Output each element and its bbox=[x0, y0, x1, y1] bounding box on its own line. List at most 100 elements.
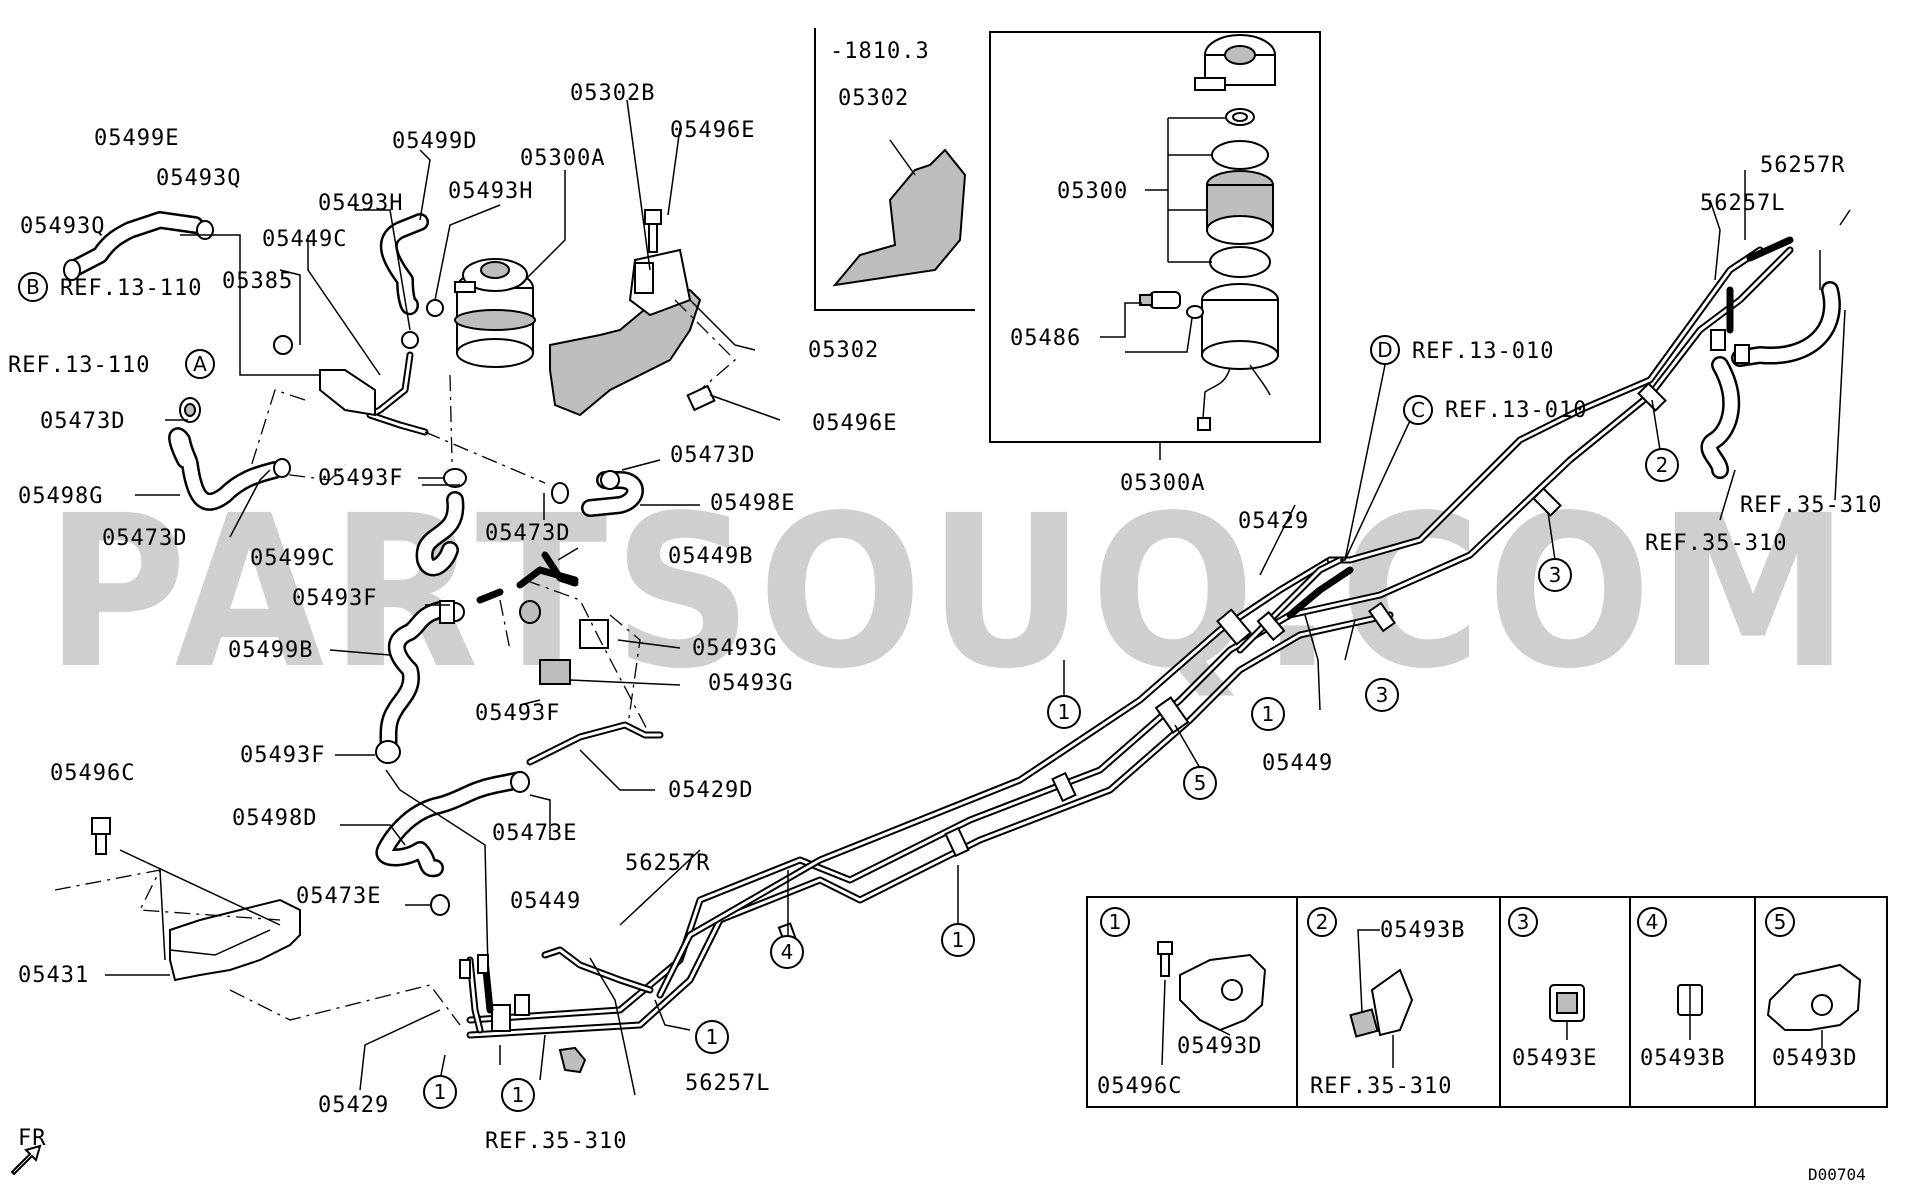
rear-hoses bbox=[1700, 281, 1841, 479]
right-refs bbox=[1259, 170, 1851, 711]
label-05302-inset: 05302 bbox=[838, 86, 909, 111]
legend-num-1: 1 bbox=[1109, 910, 1122, 934]
ref-letter-d: D bbox=[1377, 338, 1392, 362]
label-05496E-top: 05496E bbox=[670, 118, 755, 143]
fr-arrow bbox=[10, 1144, 42, 1176]
ref-35-310-right-b: REF.35-310 bbox=[1645, 531, 1787, 556]
label-56257L-upper: 56257L bbox=[1700, 191, 1785, 216]
label-05499B: 05499B bbox=[228, 638, 313, 663]
ref-letter-a: A bbox=[193, 352, 207, 376]
label-05473D-b: 05473D bbox=[102, 526, 187, 551]
ref-13-010-d: REF.13-010 bbox=[1412, 339, 1554, 364]
label-56257L-lower: 56257L bbox=[685, 1071, 770, 1096]
label-05302B: 05302B bbox=[570, 81, 655, 106]
fuel-filter-installed bbox=[454, 170, 566, 368]
legend-num-2: 2 bbox=[1316, 910, 1329, 934]
ref-letter-b: B bbox=[26, 275, 40, 299]
label-05493G-b: 05493G bbox=[708, 671, 793, 696]
ref-13-110-b: REF.13-110 bbox=[60, 276, 202, 301]
lower-left-parts bbox=[54, 769, 551, 1026]
label-05493F-b: 05493F bbox=[292, 586, 377, 611]
label-05300A-box: 05300A bbox=[1120, 471, 1205, 496]
ref-circle-a bbox=[185, 349, 215, 379]
label-05449C: 05449C bbox=[262, 227, 347, 252]
label-05449-right: 05449 bbox=[1262, 751, 1333, 776]
legend-3-part: 05493E bbox=[1512, 1046, 1597, 1071]
svg-text:1: 1 bbox=[1058, 700, 1071, 724]
label-05499C: 05499C bbox=[250, 546, 335, 571]
svg-text:4: 4 bbox=[781, 940, 794, 964]
svg-text:3: 3 bbox=[1549, 563, 1562, 587]
legend-1-part-b: 05493D bbox=[1177, 1034, 1262, 1059]
svg-text:2: 2 bbox=[1656, 453, 1669, 477]
ref-circle-d bbox=[1370, 335, 1400, 365]
label-05493H-left: 05493H bbox=[318, 191, 403, 216]
ref-35-310-right-a: REF.35-310 bbox=[1740, 493, 1882, 518]
svg-text:1: 1 bbox=[952, 928, 965, 952]
label-05498E: 05498E bbox=[710, 491, 795, 516]
svg-text:1: 1 bbox=[706, 1025, 719, 1049]
label-05486: 05486 bbox=[1010, 326, 1081, 351]
label-05473E-b: 05473E bbox=[296, 884, 381, 909]
diagram-callouts: 1 1 1 1 1 1 2 3 3 4 5 bbox=[423, 399, 1679, 1112]
ref-35-310-lower: REF.35-310 bbox=[485, 1129, 627, 1154]
fuel-filter-box bbox=[989, 31, 1321, 443]
inset-header: -1810.3 bbox=[830, 39, 930, 64]
legend-num-4: 4 bbox=[1646, 910, 1659, 934]
legend-1-part-a: 05496C bbox=[1097, 1074, 1182, 1099]
label-05493F-a: 05493F bbox=[318, 466, 403, 491]
label-05493F-c: 05493F bbox=[475, 701, 560, 726]
ref-circle-c bbox=[1403, 395, 1433, 425]
label-05429-right: 05429 bbox=[1238, 509, 1309, 534]
label-05302: 05302 bbox=[808, 338, 879, 363]
ref-13-010-c: REF.13-010 bbox=[1445, 398, 1587, 423]
label-05300A-top: 05300A bbox=[520, 146, 605, 171]
fr-label: FR bbox=[18, 1126, 47, 1151]
inset-1810-3 bbox=[814, 28, 975, 311]
label-56257R-upper: 56257R bbox=[1760, 153, 1845, 178]
label-05429D: 05429D bbox=[668, 778, 753, 803]
label-05300: 05300 bbox=[1057, 179, 1128, 204]
label-05496C: 05496C bbox=[50, 761, 135, 786]
ref-circle-b bbox=[18, 272, 48, 302]
bracket-05302 bbox=[549, 99, 781, 421]
legend-num-5: 5 bbox=[1774, 910, 1787, 934]
fuel-filter-exploded bbox=[1100, 34, 1279, 460]
hose-05498G bbox=[135, 397, 291, 538]
label-05493Q-left: 05493Q bbox=[20, 214, 105, 239]
ref-letter-c: C bbox=[1411, 398, 1425, 422]
svg-text:1: 1 bbox=[512, 1083, 525, 1107]
label-05499E: 05499E bbox=[94, 126, 179, 151]
legend-2-part-a: 05493B bbox=[1380, 918, 1465, 943]
label-05498D: 05498D bbox=[232, 806, 317, 831]
svg-text:5: 5 bbox=[1194, 771, 1207, 795]
legend-2-part-b: REF.35-310 bbox=[1310, 1074, 1452, 1099]
legend-table: 1 05496C 05493D 2 05493B REF.35-310 3 05… bbox=[1086, 896, 1888, 1108]
label-05493H-right: 05493H bbox=[448, 179, 533, 204]
label-05493F-d: 05493F bbox=[240, 743, 325, 768]
label-05493Q-upper: 05493Q bbox=[156, 166, 241, 191]
legend-num-3: 3 bbox=[1517, 910, 1530, 934]
label-05449: 05449 bbox=[510, 889, 581, 914]
label-56257R-lower: 56257R bbox=[625, 851, 710, 876]
middle-hoses bbox=[329, 374, 700, 791]
upper-left-hoses bbox=[63, 149, 501, 481]
label-05493G-a: 05493G bbox=[692, 636, 777, 661]
label-05429-lower: 05429 bbox=[318, 1093, 389, 1118]
label-05473D-a: 05473D bbox=[40, 409, 125, 434]
label-05431: 05431 bbox=[18, 963, 89, 988]
ref-13-110-a: REF.13-110 bbox=[8, 353, 150, 378]
legend-5-part: 05493D bbox=[1772, 1046, 1857, 1071]
diagram-code: D00704 bbox=[1808, 1165, 1866, 1184]
label-05498G: 05498G bbox=[18, 484, 103, 509]
legend-4-part: 05493B bbox=[1640, 1046, 1725, 1071]
svg-text:1: 1 bbox=[434, 1080, 447, 1104]
label-05473D-d: 05473D bbox=[670, 443, 755, 468]
label-05473D-c: 05473D bbox=[485, 521, 570, 546]
lower-joint bbox=[359, 849, 701, 1096]
label-05496E: 05496E bbox=[812, 411, 897, 436]
label-05473E-a: 05473E bbox=[492, 821, 577, 846]
label-05449B: 05449B bbox=[668, 544, 753, 569]
label-05385: 05385 bbox=[222, 269, 293, 294]
